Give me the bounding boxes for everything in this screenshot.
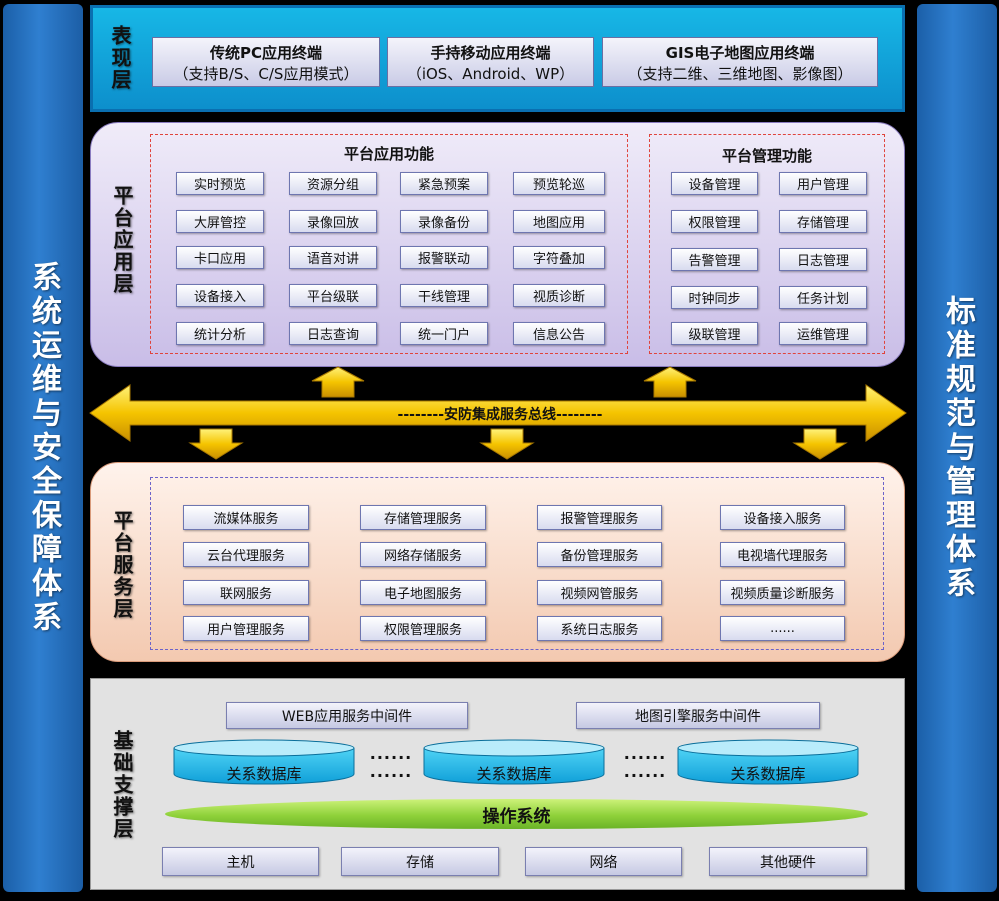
service-item-15: 系统日志服务 [537, 616, 662, 641]
standards-mgmt-pillar: 标准规范与管理体系 [917, 4, 997, 892]
app-layer-label: 平台应用层 [110, 185, 134, 295]
hardware-storage: 存储 [341, 847, 499, 876]
pc-terminal-box: 传统PC应用终端 （支持B/S、C/S应用模式） [152, 37, 380, 87]
app-function-item-11: 报警联动 [400, 246, 488, 269]
app-function-item-20: 信息公告 [513, 322, 605, 345]
database-label-1: 关系数据库 [226, 765, 302, 783]
mgmt-function-item-7: 时钟同步 [671, 286, 758, 309]
service-item-16: ...... [720, 616, 845, 641]
base-layer-label: 基础支撑层 [110, 730, 134, 840]
operating-system-ellipse: 操作系统 [165, 799, 868, 829]
ops-security-pillar: 系统运维与安全保障体系 [3, 4, 83, 892]
app-function-item-15: 干线管理 [400, 284, 488, 307]
database-cylinder-1 [173, 739, 355, 785]
app-function-item-16: 视质诊断 [513, 284, 605, 307]
hardware-host: 主机 [162, 847, 319, 876]
database-row [173, 739, 859, 785]
service-item-7: 备份管理服务 [537, 542, 662, 567]
mobile-terminal-title: 手持移动应用终端 [430, 44, 551, 62]
app-function-item-12: 字符叠加 [513, 246, 605, 269]
gis-terminal-sub: （支持二维、三维地图、影像图） [627, 65, 853, 83]
pc-terminal-sub: （支持B/S、C/S应用模式） [173, 65, 359, 83]
app-function-item-19: 统一门户 [400, 322, 488, 345]
service-item-6: 网络存储服务 [360, 542, 486, 567]
service-item-4: 设备接入服务 [720, 505, 845, 530]
ops-security-label: 系统运维与安全保障体系 [26, 261, 61, 635]
app-function-item-7: 录像备份 [400, 210, 488, 233]
ellipsis-2b: ...... [623, 762, 667, 781]
service-item-3: 报警管理服务 [537, 505, 662, 530]
database-label-2: 关系数据库 [476, 765, 552, 783]
app-function-group [150, 134, 628, 354]
app-function-item-9: 卡口应用 [176, 246, 264, 269]
mgmt-function-item-4: 存储管理 [779, 210, 867, 233]
down-arrow-1 [188, 428, 244, 460]
up-arrow-right [643, 366, 697, 398]
mgmt-function-item-6: 日志管理 [779, 248, 867, 271]
pc-terminal-title: 传统PC应用终端 [209, 44, 322, 62]
app-function-item-10: 语音对讲 [289, 246, 377, 269]
mgmt-function-group [649, 134, 885, 354]
ellipsis-1a: ...... [369, 744, 413, 763]
hardware-network: 网络 [525, 847, 682, 876]
app-function-item-14: 平台级联 [289, 284, 377, 307]
app-function-item-13: 设备接入 [176, 284, 264, 307]
ellipsis-1b: ...... [369, 762, 413, 781]
mgmt-function-item-1: 设备管理 [671, 172, 758, 195]
mgmt-function-title: 平台管理功能 [721, 147, 812, 165]
mgmt-function-item-3: 权限管理 [671, 210, 758, 233]
mgmt-function-item-5: 告警管理 [671, 248, 758, 271]
ellipsis-2a: ...... [623, 744, 667, 763]
app-function-item-6: 录像回放 [289, 210, 377, 233]
app-function-item-2: 资源分组 [289, 172, 377, 195]
up-arrow-left [311, 366, 365, 398]
operating-system-label: 操作系统 [482, 806, 551, 827]
service-item-13: 用户管理服务 [183, 616, 309, 641]
app-function-item-5: 大屏管控 [176, 210, 264, 233]
app-function-item-18: 日志查询 [289, 322, 377, 345]
app-function-item-17: 统计分析 [176, 322, 264, 345]
service-item-8: 电视墙代理服务 [720, 542, 845, 567]
app-function-item-3: 紧急预案 [400, 172, 488, 195]
app-function-item-1: 实时预览 [176, 172, 264, 195]
presentation-layer-label: 表现层 [108, 25, 132, 91]
gis-terminal-title: GIS电子地图应用终端 [665, 44, 815, 62]
service-item-1: 流媒体服务 [183, 505, 309, 530]
database-label-3: 关系数据库 [730, 765, 806, 783]
service-item-11: 视频网管服务 [537, 580, 662, 605]
service-item-14: 权限管理服务 [360, 616, 486, 641]
service-item-2: 存储管理服务 [360, 505, 486, 530]
service-bus-label: --------安防集成服务总线-------- [397, 407, 603, 423]
hardware-other: 其他硬件 [709, 847, 867, 876]
service-bus [89, 366, 907, 460]
standards-mgmt-label: 标准规范与管理体系 [940, 295, 975, 601]
app-function-item-4: 预览轮巡 [513, 172, 605, 195]
app-function-title: 平台应用功能 [343, 145, 434, 163]
mobile-terminal-sub: （iOS、Android、WP） [406, 65, 575, 83]
map-middleware-box: 地图引擎服务中间件 [576, 702, 820, 729]
gis-terminal-box: GIS电子地图应用终端 （支持二维、三维地图、影像图） [602, 37, 878, 87]
service-item-5: 云台代理服务 [183, 542, 309, 567]
down-arrow-2 [479, 428, 535, 460]
bus-double-arrow [89, 384, 907, 442]
service-item-10: 电子地图服务 [360, 580, 486, 605]
down-arrow-3 [792, 428, 848, 460]
service-item-9: 联网服务 [183, 580, 309, 605]
mgmt-function-item-8: 任务计划 [779, 286, 867, 309]
mgmt-function-item-9: 级联管理 [671, 322, 758, 345]
service-group [150, 477, 884, 650]
database-cylinder-2 [423, 739, 605, 785]
mgmt-function-item-10: 运维管理 [779, 322, 867, 345]
service-item-12: 视频质量诊断服务 [720, 580, 845, 605]
web-middleware-box: WEB应用服务中间件 [226, 702, 468, 729]
mobile-terminal-box: 手持移动应用终端 （iOS、Android、WP） [387, 37, 594, 87]
database-cylinder-3 [677, 739, 859, 785]
service-layer-label: 平台服务层 [110, 510, 134, 620]
mgmt-function-item-2: 用户管理 [779, 172, 867, 195]
app-function-item-8: 地图应用 [513, 210, 605, 233]
